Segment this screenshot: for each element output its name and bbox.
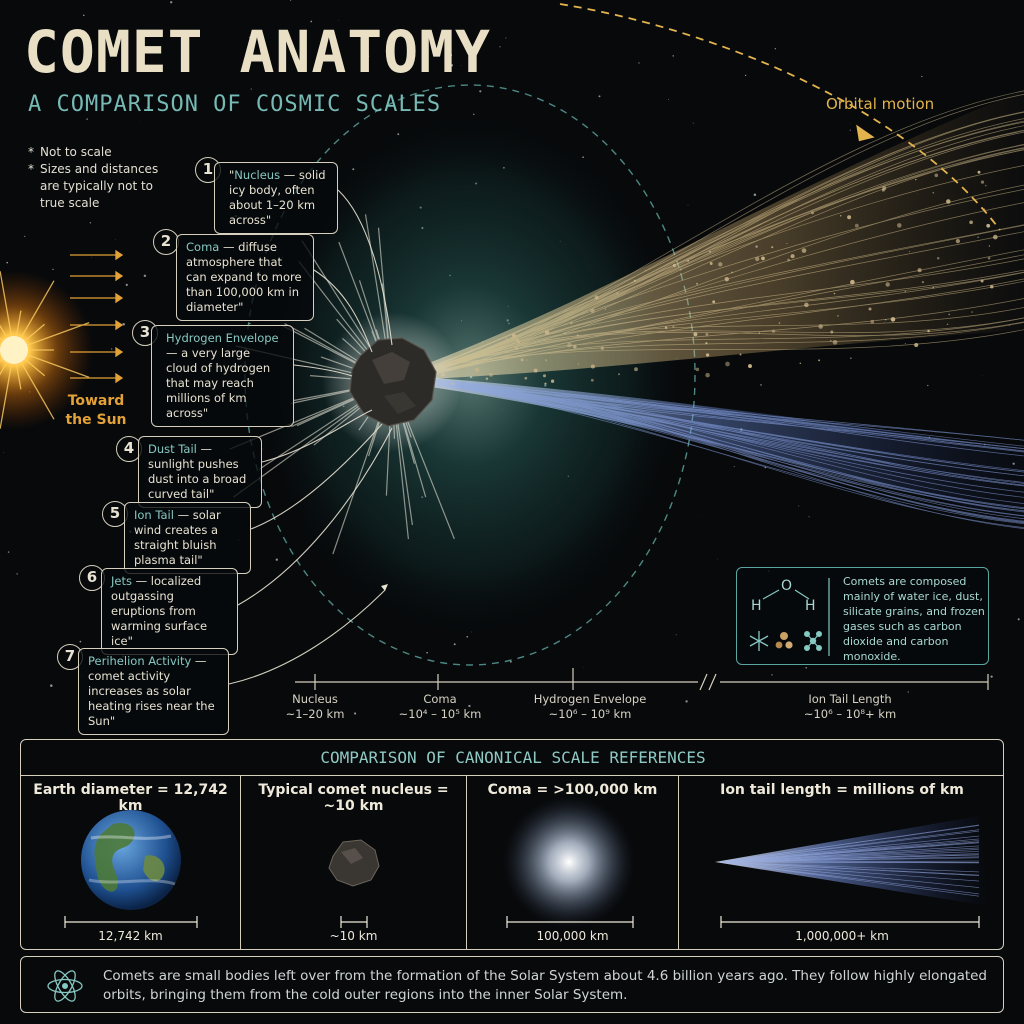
molecule-atom-o: O [781,578,792,594]
scale-comparison-panel: COMPARISON OF CANONICAL SCALE REFERENCES… [20,739,1004,950]
callout-text: — sunlight pushes dust into a broad curv… [148,442,247,501]
panel-heading: Ion tail length = millions of km [720,782,964,798]
panel-measure: 100,000 km [536,929,609,943]
composition-text: Comets are composed mainly of water ice,… [843,575,985,663]
atom-icon [47,970,83,1002]
comparison-divider [21,775,1003,776]
gas-molecule-icon [803,630,822,652]
scale-range: ~10⁶ – 10⁸+ km [803,707,897,721]
dust-grain-icon [775,632,793,649]
callout-text: — diffuse atmosphere that can expand to … [186,240,302,314]
note-sizes-distances: Sizes and distances are typically not to… [28,161,178,212]
callout-keyword: Ion Tail [134,508,174,522]
callout-keyword: Nucleus [234,168,281,182]
footer-info-box: Comets are small bodies left over from t… [20,956,1004,1013]
callout-text: — a very large cloud of hydrogen that ma… [166,346,271,420]
ice-dust-gas-icons [749,630,822,652]
toward-sun-label: Toward the Sun [65,393,127,428]
callout-text: — solid icy body, often about 1–20 km ac… [229,168,326,227]
page-title: COMET ANATOMY [24,18,491,86]
callout-dust-tail: Dust Tail — sunlight pushes dust into a … [138,436,262,508]
scale-range: ~10⁶ – 10⁹ km [548,707,632,721]
composition-box: H O H Comets are composed mainly of wate… [736,567,989,665]
panel-ion-tail: Ion tail length = millions of km 1,000,0… [678,776,1003,949]
callout-text: — comet activity increases as solar heat… [88,654,215,728]
callout-text: — localized outgassing eruptions from wa… [111,574,208,648]
panel-earth: Earth diameter = 12,742 km 12,742 km [21,776,240,949]
callout-number-6: 6 [79,565,105,591]
comparison-title: COMPARISON OF CANONICAL SCALE REFERENCES [320,748,706,767]
scale-name: Nucleus [292,692,338,706]
panel-measure: 12,742 km [98,929,163,943]
earth-icon [64,810,198,928]
callout-keyword: Hydrogen Envelope [166,331,279,345]
scale-name: Coma [423,692,457,706]
scale-label-ion-tail: Ion Tail Length ~10⁶ – 10⁸+ km [780,692,920,722]
panel-coma: Coma = >100,000 km 100,000 km [466,776,678,949]
callout-ion-tail: Ion Tail — solar wind creates a straight… [124,502,251,574]
callout-number-7: 7 [57,644,83,670]
snowflake-icon [749,631,769,651]
note-not-to-scale: Not to scale [28,144,178,161]
panel-measure: ~10 km [329,929,378,943]
scale-notes: Not to scale Sizes and distances are typ… [28,144,178,212]
panel-heading: Coma = >100,000 km [487,782,658,798]
scale-range: ~1–20 km [285,707,345,721]
scale-name: Hydrogen Envelope [533,692,647,706]
callout-quote: " [229,168,235,182]
water-molecule-icon: H O H [751,578,830,656]
callout-keyword: Perihelion Activity [88,654,192,668]
panel-measure: 1,000,000+ km [795,929,889,943]
molecule-atom-h2: H [805,598,816,614]
callout-perihelion-activity: Perihelion Activity — comet activity inc… [78,648,229,735]
scale-range: ~10⁴ – 10⁵ km [398,707,482,721]
scale-label-hydrogen-envelope: Hydrogen Envelope ~10⁶ – 10⁹ km [510,692,670,722]
scale-label-coma: Coma ~10⁴ – 10⁵ km [380,692,500,722]
panel-nucleus: Typical comet nucleus = ~10 km ~10 km [240,776,466,949]
orbital-motion-label: Orbital motion [826,95,935,113]
scale-name: Ion Tail Length [808,692,892,706]
coma-glow-icon [503,796,635,928]
panel-heading: Earth diameter = 12,742 km [33,782,228,814]
callout-coma: Coma — diffuse atmosphere that can expan… [176,234,314,321]
nucleus-icon [328,839,380,928]
callout-hydrogen-envelope: Hydrogen Envelope — a very large cloud o… [151,325,294,427]
callout-nucleus: "Nucleus — solid icy body, often about 1… [214,162,338,234]
panel-heading: Typical comet nucleus = ~10 km [258,782,449,814]
scale-label-nucleus: Nucleus ~1–20 km [265,692,365,722]
molecule-atom-h1: H [751,598,762,614]
footer-text: Comets are small bodies left over from t… [103,968,988,1003]
callout-jets: Jets — localized outgassing eruptions fr… [101,568,238,655]
page-subtitle: A COMPARISON OF COSMIC SCALES [28,92,442,117]
callout-keyword: Dust Tail [148,442,197,456]
callout-text: — solar wind creates a straight bluish p… [134,508,221,567]
callout-keyword: Coma [186,240,220,254]
callout-keyword: Jets [111,574,132,588]
ion-tail-icon [715,816,989,928]
